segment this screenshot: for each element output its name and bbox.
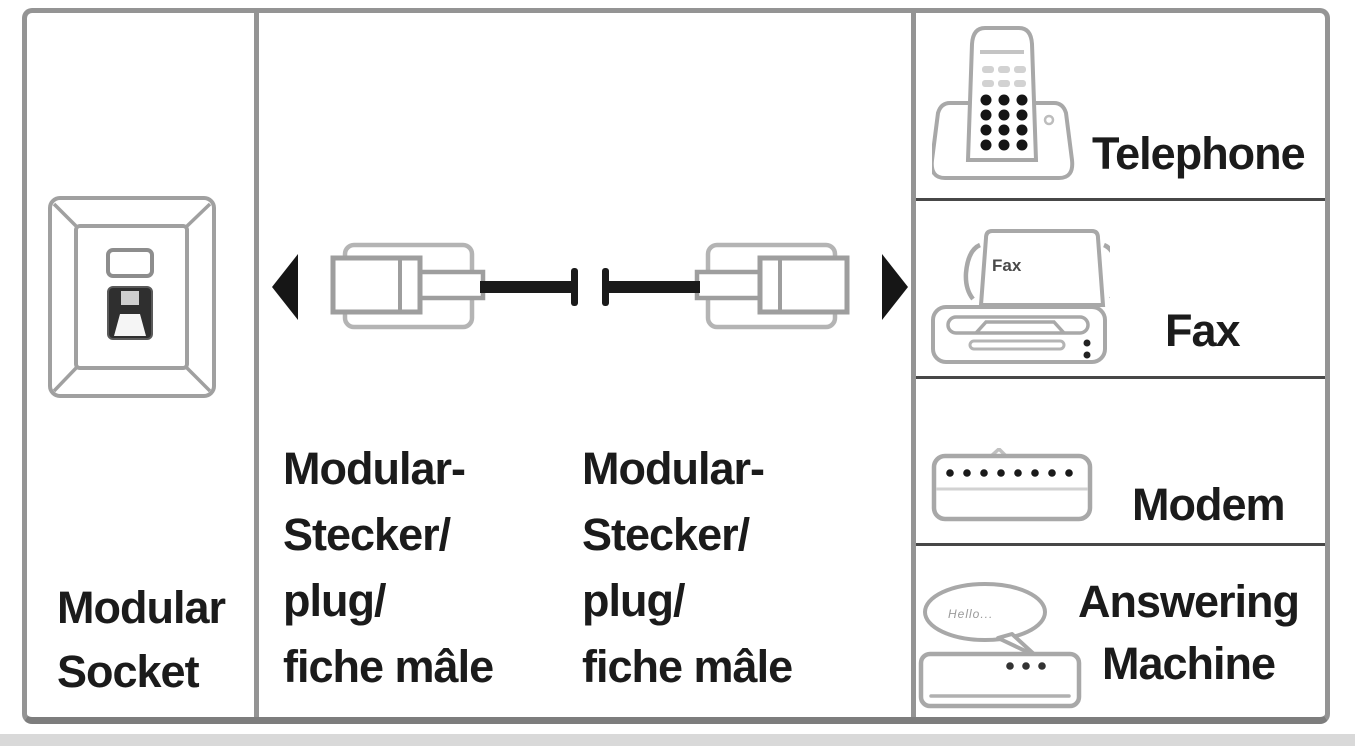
diagram-frame: Modular Socket Modular- Stecker/ plug/ f… (22, 8, 1330, 724)
column-divider-right (911, 13, 916, 717)
answering-machine-label: Answering Machine (1078, 576, 1300, 689)
modem-icon (931, 448, 1093, 522)
modular-plug-left-label: Modular- Stecker/ plug/ fiche mâle (283, 443, 494, 692)
fax-icon: Fax (931, 229, 1110, 364)
photo-bottom-edge (0, 734, 1355, 746)
modular-socket-icon (48, 196, 216, 398)
telephone-label: Telephone (1092, 128, 1306, 179)
row-separator-telephone-fax (916, 198, 1325, 201)
arrow-left-icon (272, 254, 298, 320)
modem-label: Modem (1132, 479, 1285, 530)
telephone-icon (932, 26, 1075, 180)
row-separator-modem-answering (916, 543, 1325, 546)
answering-machine-bubble-text: Hello... (948, 607, 993, 621)
modular-plug-right-label: Modular- Stecker/ plug/ fiche mâle (582, 443, 793, 692)
modular-socket-label: Modular Socket (57, 582, 226, 697)
row-separator-fax-modem (916, 376, 1325, 379)
answering-machine-icon: Hello... (918, 582, 1082, 709)
column-divider-left (254, 13, 259, 717)
fax-device-text: Fax (992, 256, 1022, 275)
modular-cable-illustration (272, 235, 910, 345)
fax-label: Fax (1165, 305, 1241, 356)
